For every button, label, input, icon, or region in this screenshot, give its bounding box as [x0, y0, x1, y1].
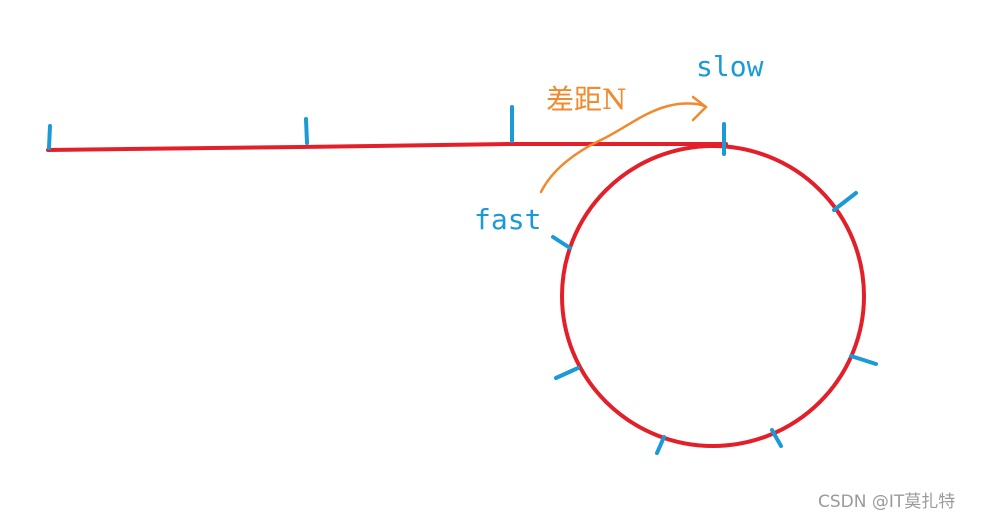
- fast-pointer-label: fast: [474, 203, 541, 236]
- node-tick: [551, 235, 572, 250]
- node-tick: [554, 366, 580, 380]
- node-tick: [849, 354, 878, 366]
- node-tick: [655, 435, 666, 455]
- list-node-ticks: [47, 105, 726, 156]
- node-tick: [47, 124, 52, 150]
- node-tick: [832, 191, 858, 212]
- cycle-node-ticks: [551, 191, 878, 455]
- node-tick: [770, 428, 783, 448]
- list-tail-line: [46, 142, 728, 152]
- cycle-loop: [560, 144, 866, 448]
- slow-pointer-label: slow: [696, 50, 764, 83]
- gap-arrow-head: [691, 95, 708, 122]
- gap-arrow: [539, 102, 708, 194]
- gap-label: 差距N: [546, 83, 627, 116]
- watermark: CSDN @IT莫扎特: [818, 492, 955, 512]
- node-tick: [304, 117, 309, 145]
